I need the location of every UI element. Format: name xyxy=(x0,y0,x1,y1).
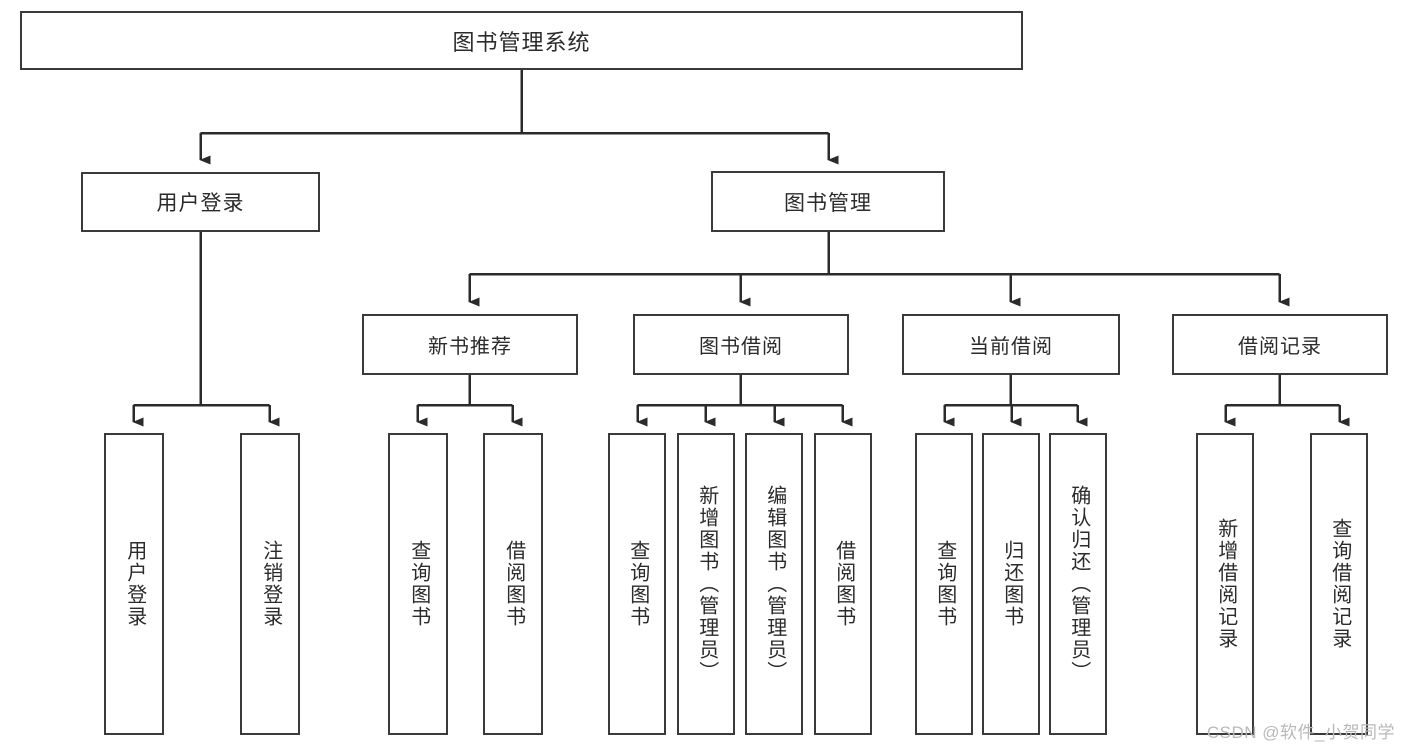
node-leaf-query-book-1-label: 查询图书 xyxy=(407,540,430,628)
node-book-borrow-label: 图书借阅 xyxy=(699,336,783,358)
node-book-borrow[interactable]: 图书借阅 xyxy=(633,314,849,375)
node-leaf-user-logout-label: 注销登录 xyxy=(259,540,282,628)
node-book-manage[interactable]: 图书管理 xyxy=(711,171,945,232)
node-leaf-user-login[interactable]: 用户登录 xyxy=(104,433,164,735)
node-current-borrow-label: 当前借阅 xyxy=(969,336,1053,358)
node-leaf-borrow-book-1[interactable]: 借阅图书 xyxy=(483,433,543,735)
node-current-borrow[interactable]: 当前借阅 xyxy=(902,314,1120,375)
node-leaf-query-record-label: 查询借阅记录 xyxy=(1328,518,1351,650)
node-leaf-query-book-1[interactable]: 查询图书 xyxy=(388,433,448,735)
node-leaf-return-book-label: 归还图书 xyxy=(1000,540,1023,628)
node-leaf-query-book-2-label: 查询图书 xyxy=(626,540,649,628)
node-borrow-record-label: 借阅记录 xyxy=(1238,336,1322,358)
node-leaf-edit-book-label: 编辑图书（管理员） xyxy=(763,485,786,683)
node-leaf-add-book-label: 新增图书（管理员） xyxy=(695,485,718,683)
node-new-book-rec[interactable]: 新书推荐 xyxy=(362,314,578,375)
node-leaf-query-book-3[interactable]: 查询图书 xyxy=(915,433,973,735)
node-root[interactable]: 图书管理系统 xyxy=(20,11,1023,70)
node-user-login[interactable]: 用户登录 xyxy=(81,172,320,232)
node-leaf-user-logout[interactable]: 注销登录 xyxy=(240,433,300,735)
node-leaf-query-record[interactable]: 查询借阅记录 xyxy=(1310,433,1368,735)
csdn-watermark: CSDN @软件_小贺同学 xyxy=(1206,723,1395,742)
node-leaf-return-book[interactable]: 归还图书 xyxy=(982,433,1040,735)
node-leaf-add-book[interactable]: 新增图书（管理员） xyxy=(677,433,735,735)
node-leaf-add-record[interactable]: 新增借阅记录 xyxy=(1196,433,1254,735)
node-leaf-borrow-book-1-label: 借阅图书 xyxy=(502,540,525,628)
node-user-login-label: 用户登录 xyxy=(156,192,245,215)
node-leaf-borrow-book-2-label: 借阅图书 xyxy=(832,540,855,628)
node-leaf-add-record-label: 新增借阅记录 xyxy=(1214,518,1237,650)
node-leaf-confirm-return-label: 确认归还（管理员） xyxy=(1067,485,1090,683)
node-leaf-borrow-book-2[interactable]: 借阅图书 xyxy=(814,433,872,735)
node-leaf-query-book-2[interactable]: 查询图书 xyxy=(608,433,666,735)
node-new-book-rec-label: 新书推荐 xyxy=(428,336,512,358)
node-leaf-query-book-3-label: 查询图书 xyxy=(933,540,956,628)
node-book-manage-label: 图书管理 xyxy=(784,191,872,215)
node-leaf-user-login-label: 用户登录 xyxy=(123,540,146,628)
node-root-label: 图书管理系统 xyxy=(452,29,591,55)
node-borrow-record[interactable]: 借阅记录 xyxy=(1172,314,1388,375)
node-leaf-confirm-return[interactable]: 确认归还（管理员） xyxy=(1049,433,1107,735)
node-leaf-edit-book[interactable]: 编辑图书（管理员） xyxy=(745,433,803,735)
